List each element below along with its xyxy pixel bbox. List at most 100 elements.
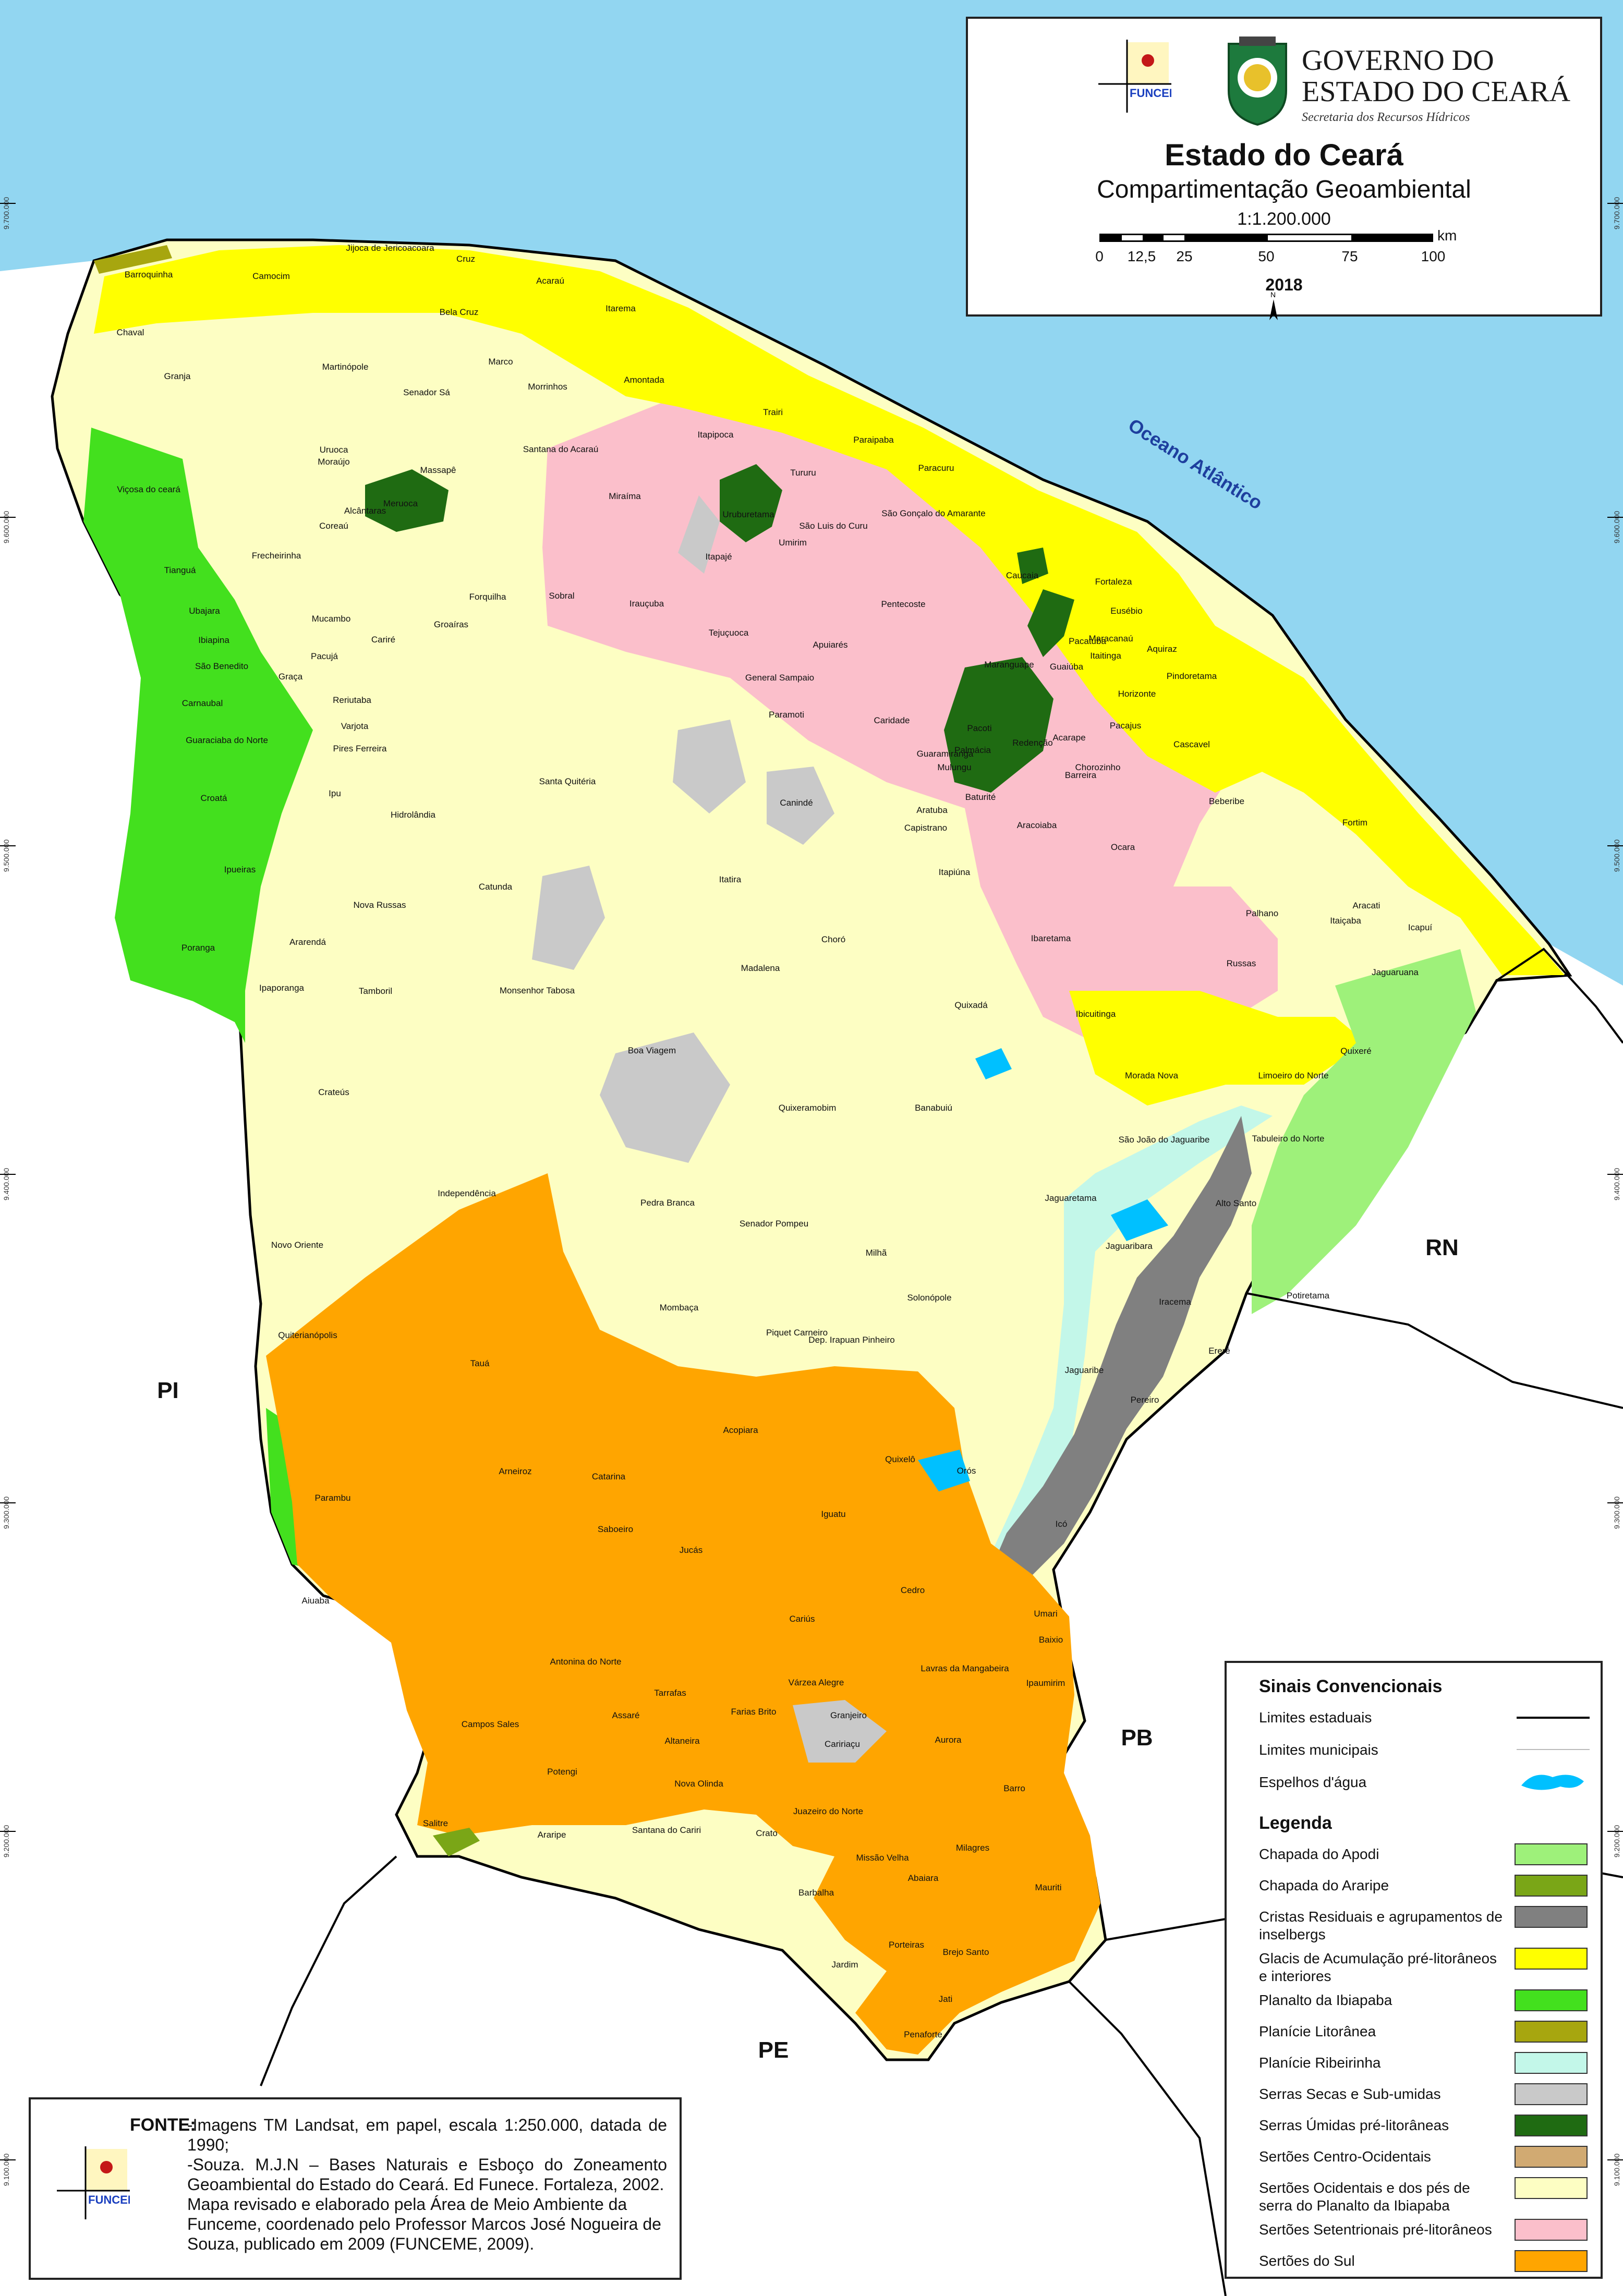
municipality-label: Choró [821, 934, 846, 944]
legend-item-label: Glacis de Acumulação pré-litorâneos e in… [1259, 1950, 1497, 1984]
municipality-label: Apuiarés [813, 640, 848, 650]
legend-item-label: Sertões Ocidentais e dos pés de serra do… [1259, 2180, 1470, 2214]
municipality-label: Independência [438, 1188, 496, 1198]
state-label-rn: RN [1425, 1235, 1459, 1260]
municipality-label: Assaré [612, 1710, 640, 1720]
coordinate-label: 9.500.000 [2, 839, 10, 872]
municipality-label: Arneiroz [499, 1466, 532, 1476]
municipality-label: Ibaretama [1031, 933, 1071, 943]
municipality-label: Aurora [935, 1735, 962, 1745]
legend-color-swatch [1515, 1843, 1588, 1865]
zone-serra-uruburetama [720, 464, 782, 542]
municipality-label: Granja [164, 371, 191, 381]
municipality-label: Chorozinho [1075, 762, 1121, 772]
scale-bar [1099, 234, 1433, 242]
municipality-label: Aracoiaba [1016, 820, 1057, 830]
gov-line-2: ESTADO DO CEARÁ [1302, 76, 1571, 108]
state-label-pe: PE [758, 2037, 789, 2063]
municipality-label: Horizonte [1118, 689, 1156, 699]
municipality-label: Boa Viagem [627, 1046, 676, 1055]
municipality-label: Guaraciaba do Norte [186, 735, 268, 745]
municipality-label: Carnaubal [181, 698, 223, 708]
neighbor-state-border [1246, 1292, 1623, 1409]
funceme-logo: FUNCEME [1098, 40, 1171, 113]
legend-item-label: Sertões Setentrionais pré-litorâneos [1259, 2221, 1492, 2238]
municipality-label: Pacujá [311, 651, 338, 661]
municipality-label: Juazeiro do Norte [793, 1806, 864, 1816]
municipality-label: Brejo Santo [942, 1947, 989, 1957]
municipality-label: Milhã [865, 1248, 887, 1258]
municipality-label: Itatira [719, 874, 742, 884]
gov-line-1: GOVERNO DO [1302, 44, 1494, 77]
coordinate-label: 9.400.000 [2, 1168, 10, 1200]
municipality-label: Quixelô [885, 1454, 915, 1464]
zone-serra-seca-3 [673, 720, 746, 813]
legend-item-label: Chapada do Apodi [1259, 1846, 1379, 1862]
municipality-label: Tamboril [358, 986, 393, 996]
zone-planicie-litoranea [94, 245, 172, 274]
municipality-label: Iguatu [821, 1509, 846, 1519]
municipality-label: Senador Pompeu [739, 1219, 809, 1229]
zone-planalto-ibiapaba [83, 428, 313, 1043]
municipality-label: Tarrafas [654, 1688, 686, 1698]
municipality-label: Morada Nova [1124, 1071, 1179, 1080]
scale-bar-segment [1351, 235, 1432, 240]
zone-serra-seca-6 [678, 495, 720, 574]
zone-serra-seca-1 [532, 866, 605, 970]
municipality-label: Acarape [1052, 733, 1086, 743]
municipality-label: Ibicuitinga [1075, 1009, 1116, 1019]
municipality-label: General Sampaio [745, 673, 815, 683]
municipality-label: Novo Oriente [271, 1240, 324, 1250]
north-label: N [1270, 290, 1276, 299]
neighbor-state-border [1068, 1981, 1227, 2296]
grid-ticks [0, 203, 1623, 2160]
water-banabuiu [975, 1048, 1012, 1079]
municipality-label: Croatá [200, 793, 227, 803]
source-label: FONTE: [130, 2115, 196, 2135]
municipality-label: Varjota [341, 721, 369, 731]
scale-tick-label: 50 [1258, 248, 1275, 264]
state-limit-symbol [1517, 1717, 1590, 1719]
municipality-label: Orós [956, 1466, 976, 1476]
municipality-label: Uruoca [319, 445, 348, 455]
municipality-label: Beberibe [1208, 796, 1245, 806]
municipality-label: Pacoti [967, 723, 992, 733]
municipality-label: Acopiara [723, 1425, 758, 1435]
municipality-label: Palmácia [954, 745, 991, 755]
coordinate-label: 9.300.000 [1613, 1496, 1621, 1529]
state-label-pb: PB [1121, 1725, 1153, 1751]
municipality-label: Penaforte [904, 2030, 942, 2039]
municipality-label: Aracati [1352, 901, 1380, 910]
municipality-label: Paramoti [768, 710, 805, 720]
municipality-label: Itaiçaba [1330, 916, 1361, 926]
municipality-label: Russas [1226, 958, 1256, 968]
municipality-label: Farias Brito [731, 1707, 777, 1717]
coordinate-label: 9.500.000 [1613, 839, 1621, 872]
municipality-label: Jaguaribara [1106, 1241, 1153, 1251]
municipality-label: Pentecoste [881, 599, 926, 609]
legend-color-swatch [1515, 2250, 1588, 2272]
map-subtitle: Compartimentação Geoambiental [1097, 176, 1471, 203]
scale-tick-label: 100 [1421, 248, 1446, 264]
source-note: Mapa revisado e elaborado pela Área de M… [187, 2195, 661, 2253]
legend-color-swatch [1515, 1948, 1588, 1970]
legend-item-label: Sertões do Sul [1259, 2253, 1355, 2269]
conv-water-label: Espelhos d'água [1259, 1774, 1367, 1790]
neighbor-state-border [1496, 947, 1623, 1044]
municipality-label: Santa Quitéria [539, 776, 596, 786]
municipality-label: Moraújo [318, 457, 350, 467]
municipality-label: Jaguaribe [1064, 1365, 1104, 1375]
municipality-label: Aquiraz [1147, 644, 1177, 654]
municipality-label: Amontada [624, 375, 664, 385]
municipality-label: Solonópole [907, 1293, 952, 1303]
municipality-label: Massapê [420, 465, 456, 475]
municipality-label: São Benedito [195, 661, 249, 671]
municipality-label: Saboeiro [597, 1524, 634, 1534]
municipality-label: Fortaleza [1095, 577, 1132, 587]
conventional-signs-title: Sinais Convencionais [1259, 1677, 1443, 1696]
municipality-label: Jardim [831, 1960, 858, 1970]
zone-cristas-residuais-east [991, 1116, 1252, 1575]
municipality-label: Camocim [252, 271, 290, 281]
municipality-label: Palhano [1245, 908, 1279, 918]
municipality-label: Santana do Cariri [632, 1825, 701, 1835]
